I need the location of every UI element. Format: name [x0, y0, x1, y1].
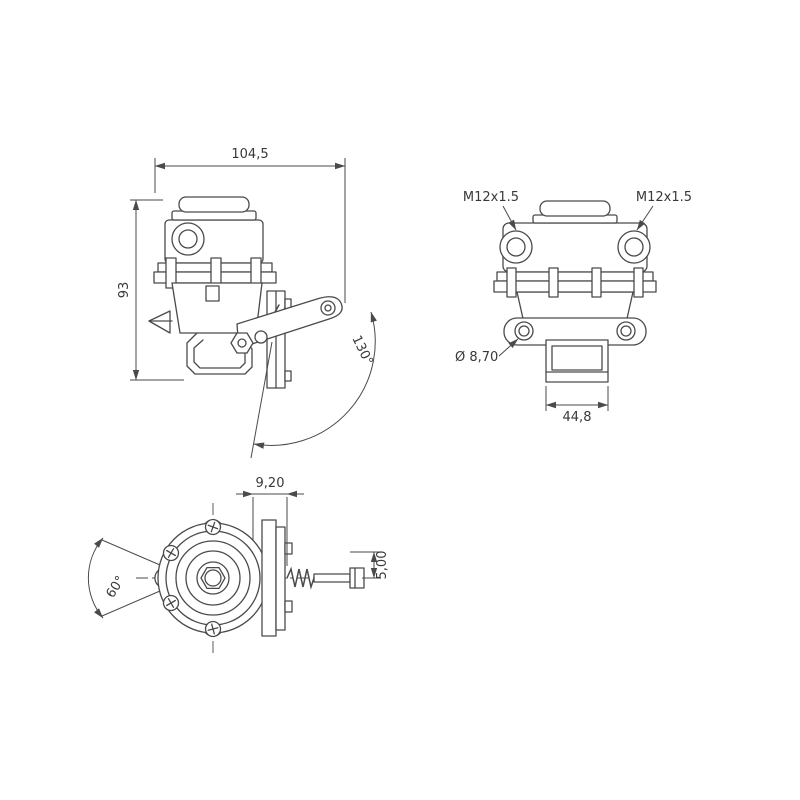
- side-roller: [254, 330, 268, 344]
- label-thread-right: M12x1.5: [636, 190, 692, 205]
- front-bolt: [633, 267, 644, 298]
- front-bolt: [591, 267, 602, 298]
- top-view-dimensions: 9,20 5,00 60°: [87, 476, 390, 619]
- leader-line: [498, 338, 519, 357]
- label-thread-left: M12x1.5: [463, 190, 519, 205]
- top-rod: [313, 573, 351, 583]
- dim-text-rod: 5,00: [375, 551, 390, 580]
- front-view-pump: [493, 200, 657, 383]
- angle-arc: [253, 311, 377, 449]
- front-bolt: [506, 267, 517, 298]
- top-bracket-tab: [284, 600, 293, 613]
- side-center-bolt: [205, 285, 220, 302]
- dim-text-height: 93: [117, 282, 132, 299]
- side-left-tab: [148, 310, 171, 334]
- angle-leg: [250, 341, 273, 459]
- leader-line: [502, 205, 517, 231]
- front-flange-upper: [496, 271, 654, 282]
- front-flange-lower: [493, 280, 657, 293]
- top-screw: [204, 518, 222, 536]
- label-hole-diameter: Ø 8,70: [455, 350, 498, 365]
- dim-text-width: 104,5: [231, 147, 268, 162]
- front-bolt: [548, 267, 559, 298]
- top-screw: [162, 544, 180, 562]
- top-view-pump: [136, 503, 382, 653]
- top-screw: [162, 594, 180, 612]
- angle-leg: [101, 539, 161, 566]
- top-screw: [204, 620, 222, 638]
- top-bracket-tab: [284, 542, 293, 555]
- side-stirrup-outer: [186, 332, 253, 375]
- side-bracket-tab: [284, 370, 292, 382]
- dim-text-lever-angle: 130°: [348, 333, 375, 368]
- leader-line: [636, 205, 654, 231]
- side-view-pump: [148, 196, 343, 389]
- top-clevis: [349, 567, 365, 589]
- dim-text-angle: 60°: [104, 573, 129, 600]
- side-stirrup-inner: [193, 339, 246, 369]
- side-cap-dome: [178, 196, 250, 213]
- front-view-dimensions: M12x1.5 M12x1.5 Ø 8,70 44,8: [455, 190, 692, 425]
- dim-text-offset: 9,20: [256, 476, 285, 491]
- top-center-hole: [204, 569, 222, 587]
- front-cap-dome: [539, 200, 611, 217]
- top-spring: [286, 566, 315, 590]
- side-bolt: [165, 257, 177, 289]
- angle-arc: [87, 537, 104, 619]
- top-bracket-plate: [261, 519, 277, 637]
- dim-text-base-width: 44,8: [563, 410, 592, 425]
- angle-leg: [101, 590, 161, 617]
